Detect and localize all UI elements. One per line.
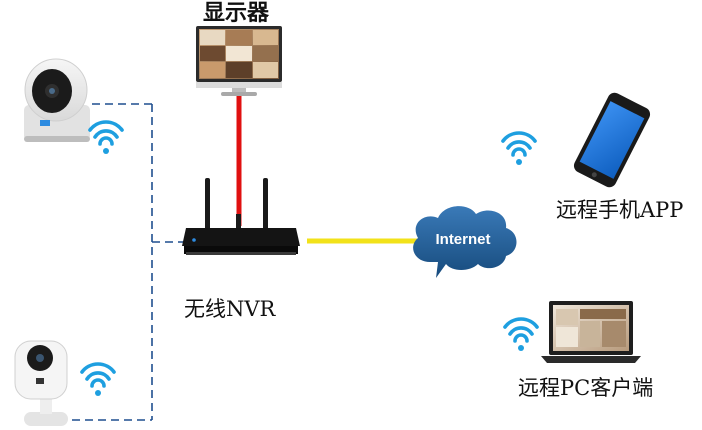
phone-app-label: 远程手机APP: [556, 198, 684, 222]
wifi-icon: [501, 131, 537, 165]
nvr-label: 无线NVR: [184, 297, 276, 321]
smartphone-icon: [573, 92, 651, 188]
wifi-icon: [503, 317, 539, 351]
cloud-icon: Internet: [413, 206, 517, 278]
camera-icon: [14, 340, 68, 426]
camera-icon: [24, 58, 90, 142]
wifi-icon: [80, 362, 116, 396]
internet-label: Internet: [435, 231, 490, 248]
monitor-icon: [196, 26, 282, 96]
camera-links: [72, 103, 190, 421]
wifi-icon: [88, 120, 124, 154]
pc-client-label: 远程PC客户端: [518, 376, 654, 400]
router-icon: [182, 178, 300, 255]
laptop-icon: [541, 301, 641, 363]
monitor-label: 显示器: [203, 1, 270, 26]
